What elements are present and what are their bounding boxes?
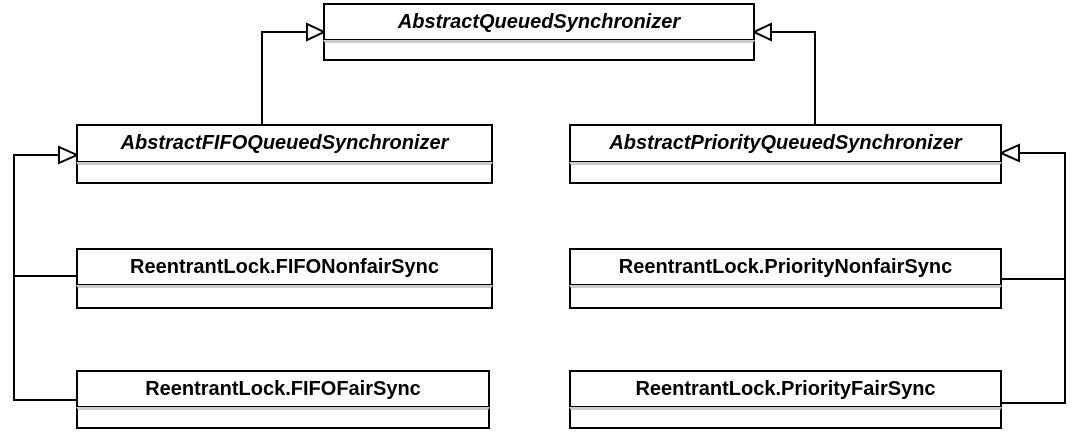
class-name-label: ReentrantLock.PriorityFairSync [569,370,1002,408]
class-name-label: ReentrantLock.PriorityNonfairSync [569,248,1002,286]
generalization-arrowhead-icon [306,22,327,42]
class-box-reentrantlock-priority-fair-sync: ReentrantLock.PriorityFairSync [569,370,1002,429]
generalization-trunk-fifo [13,154,77,401]
generalization-arrowhead-icon [58,145,80,165]
attributes-compartment [569,407,1002,429]
class-name-label: ReentrantLock.FIFONonfairSync [76,248,493,286]
class-box-abstract-priority-queued-synchronizer: AbstractPriorityQueuedSynchronizer [569,124,1002,184]
attributes-compartment [76,407,490,429]
class-box-reentrantlock-priority-nonfair-sync: ReentrantLock.PriorityNonfairSync [569,248,1002,309]
attributes-compartment [76,285,493,309]
generalization-line-apqs-to-aqs [771,31,816,124]
class-box-reentrantlock-fifo-nonfair-sync: ReentrantLock.FIFONonfairSync [76,248,493,309]
class-name-label: AbstractFIFOQueuedSynchronizer [76,124,493,163]
class-box-abstract-fifo-queued-synchronizer: AbstractFIFOQueuedSynchronizer [76,124,493,184]
class-name-label: ReentrantLock.FIFOFairSync [76,370,490,408]
class-box-abstract-queued-synchronizer: AbstractQueuedSynchronizer [323,3,755,61]
attributes-compartment [76,162,493,184]
attributes-compartment [323,40,755,61]
attributes-compartment [569,162,1002,184]
generalization-line-afqs-to-aqs [261,31,307,124]
class-box-reentrantlock-fifo-fair-sync: ReentrantLock.FIFOFairSync [76,370,490,429]
attributes-compartment [569,285,1002,309]
generalization-arrowhead-icon [751,22,772,42]
class-name-label: AbstractPriorityQueuedSynchronizer [569,124,1002,163]
generalization-arrowhead-icon [998,143,1020,163]
class-name-label: AbstractQueuedSynchronizer [323,3,755,41]
